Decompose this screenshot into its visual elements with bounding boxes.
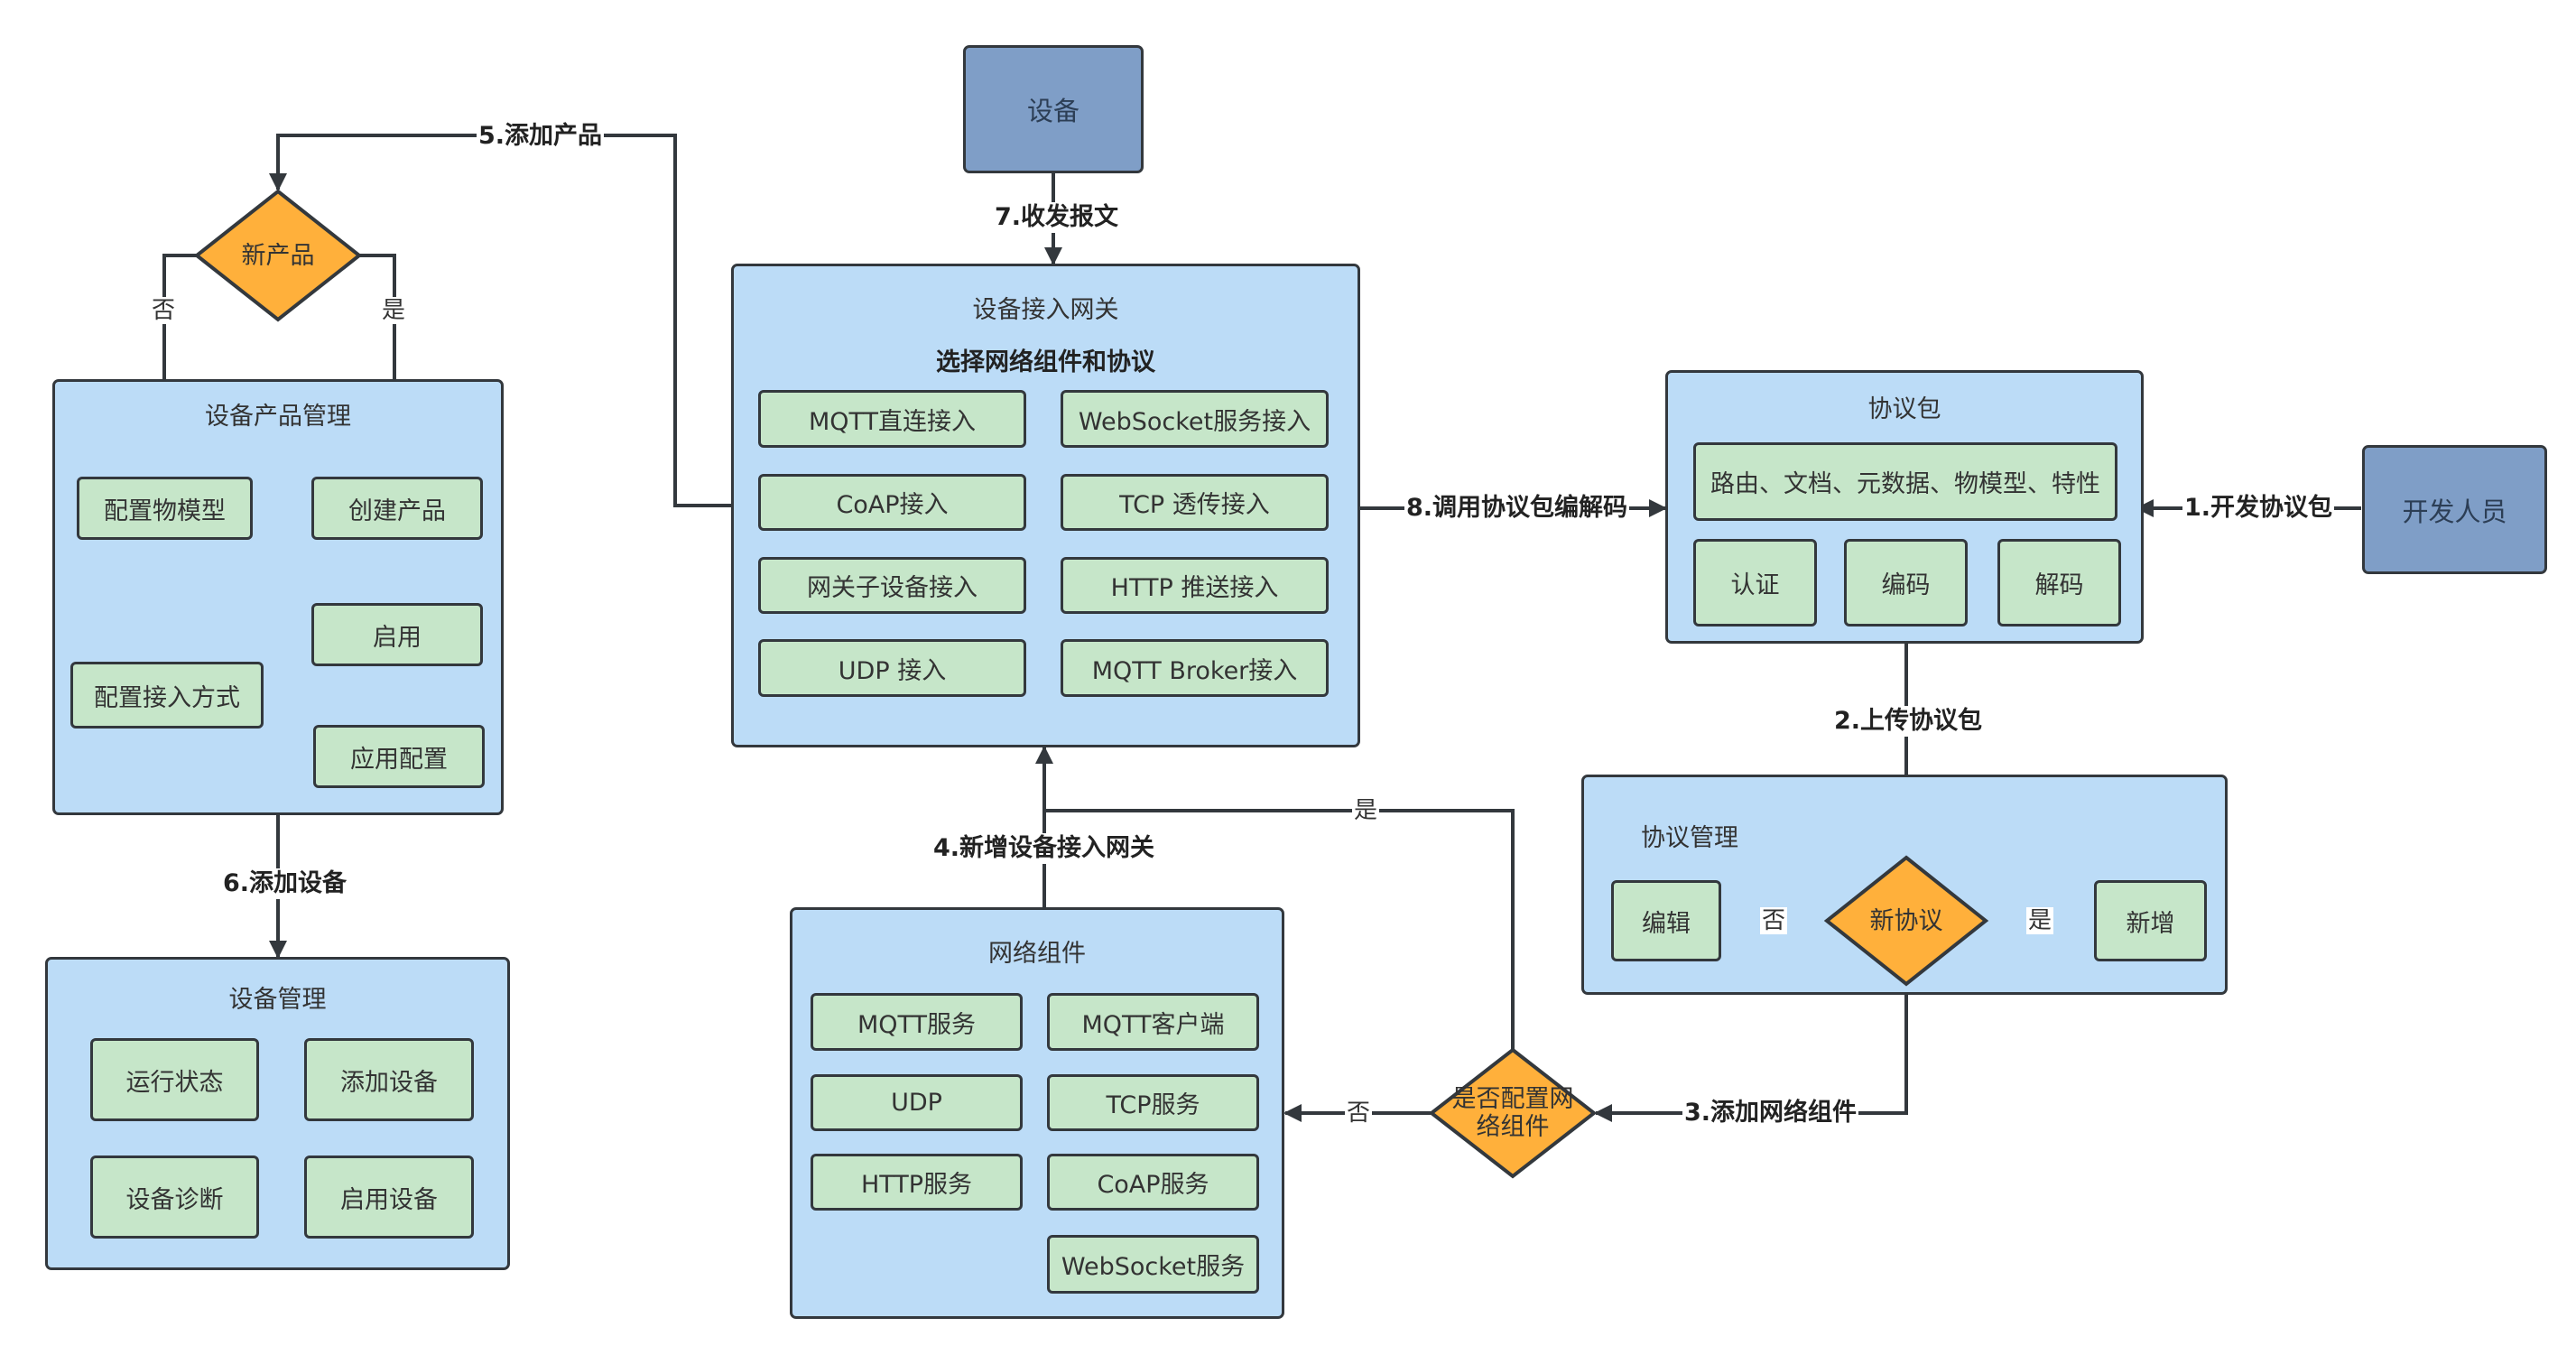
gateway-item-coap: CoAP接入 [758, 474, 1026, 531]
device-label: 设备 [1026, 96, 1080, 126]
protocol-package-title: 协议包 [1867, 395, 1941, 423]
network-item-tcp-service: TCP服务 [1047, 1074, 1259, 1131]
gateway-item-http-push: HTTP 推送接入 [1061, 557, 1329, 614]
protocol-yes-label: 是 [2026, 907, 2054, 934]
device-mgmt-enable: 启用设备 [304, 1155, 474, 1239]
product-mgmt-title: 设备产品管理 [205, 403, 351, 431]
enable-node: 启用 [311, 603, 483, 666]
device-mgmt-status: 运行状态 [90, 1038, 259, 1121]
gateway-item-tcp: TCP 透传接入 [1061, 474, 1329, 531]
protocol-encode: 编码 [1844, 539, 1968, 626]
edge-label-add-product: 5.添加产品 [477, 121, 605, 152]
network-item-mqtt-service: MQTT服务 [811, 993, 1023, 1051]
network-yes-label: 是 [1352, 797, 1380, 824]
network-item-mqtt-client: MQTT客户端 [1047, 993, 1259, 1051]
config-access-node: 配置接入方式 [70, 662, 264, 729]
new-protocol-label: 新协议 [1869, 906, 1943, 935]
gateway-item-mqtt-broker: MQTT Broker接入 [1061, 639, 1329, 697]
gateway-item-udp: UDP 接入 [758, 639, 1026, 697]
protocol-mgmt-title: 协议管理 [1641, 824, 1738, 852]
edge-network-yes [1044, 809, 1515, 1050]
product-yes-label: 是 [380, 297, 408, 324]
edge-label-add-network: 3.添加网络组件 [1682, 1098, 1859, 1128]
device-node: 设备 [963, 45, 1144, 173]
network-item-udp: UDP [811, 1074, 1023, 1131]
network-item-coap-service: CoAP服务 [1047, 1154, 1259, 1211]
config-model-node: 配置物模型 [77, 477, 253, 540]
network-item-http-service: HTTP服务 [811, 1154, 1023, 1211]
device-mgmt-diagnose: 设备诊断 [90, 1155, 259, 1239]
apply-config-node: 应用配置 [313, 725, 485, 788]
new-product-label: 新产品 [241, 241, 315, 270]
gateway-title: 设备接入网关 [972, 296, 1119, 324]
gateway-subtitle: 选择网络组件和协议 [936, 348, 1155, 376]
edge-label-upload-protocol: 2.上传协议包 [1832, 706, 1985, 737]
edge-label-add-device: 6.添加设备 [221, 868, 349, 899]
protocol-features: 路由、文档、元数据、物模型、特性 [1693, 442, 2117, 521]
edge-label-call-codec: 8.调用协议包编解码 [1404, 493, 1630, 524]
network-no-label: 否 [1345, 1100, 1373, 1127]
gateway-item-subdevice: 网关子设备接入 [758, 557, 1026, 614]
protocol-add-node: 新增 [2094, 880, 2207, 961]
developer-node: 开发人员 [2362, 445, 2547, 574]
protocol-auth: 认证 [1693, 539, 1817, 626]
product-no-label: 否 [150, 297, 178, 324]
developer-label: 开发人员 [2402, 496, 2507, 527]
edge-add-network [1594, 995, 1908, 1122]
protocol-no-label: 否 [1760, 907, 1788, 934]
device-mgmt-title: 设备管理 [228, 986, 327, 1014]
network-item-websocket-service: WebSocket服务 [1047, 1235, 1259, 1294]
edge-label-new-gateway: 4.新增设备接入网关 [931, 833, 1157, 864]
create-product-node: 创建产品 [311, 477, 483, 540]
gateway-item-websocket: WebSocket服务接入 [1061, 390, 1329, 448]
protocol-edit-node: 编辑 [1611, 880, 1721, 961]
edge-add-product [269, 134, 731, 507]
protocol-decode: 解码 [1997, 539, 2121, 626]
gateway-item-mqtt-direct: MQTT直连接入 [758, 390, 1026, 448]
device-mgmt-add: 添加设备 [304, 1038, 474, 1121]
network-title: 网络组件 [988, 940, 1086, 968]
edge-label-develop-protocol: 1.开发协议包 [2182, 493, 2335, 524]
edge-label-send-receive: 7.收发报文 [993, 202, 1121, 233]
config-network-label: 是否配置网络组件 [1451, 1085, 1574, 1141]
